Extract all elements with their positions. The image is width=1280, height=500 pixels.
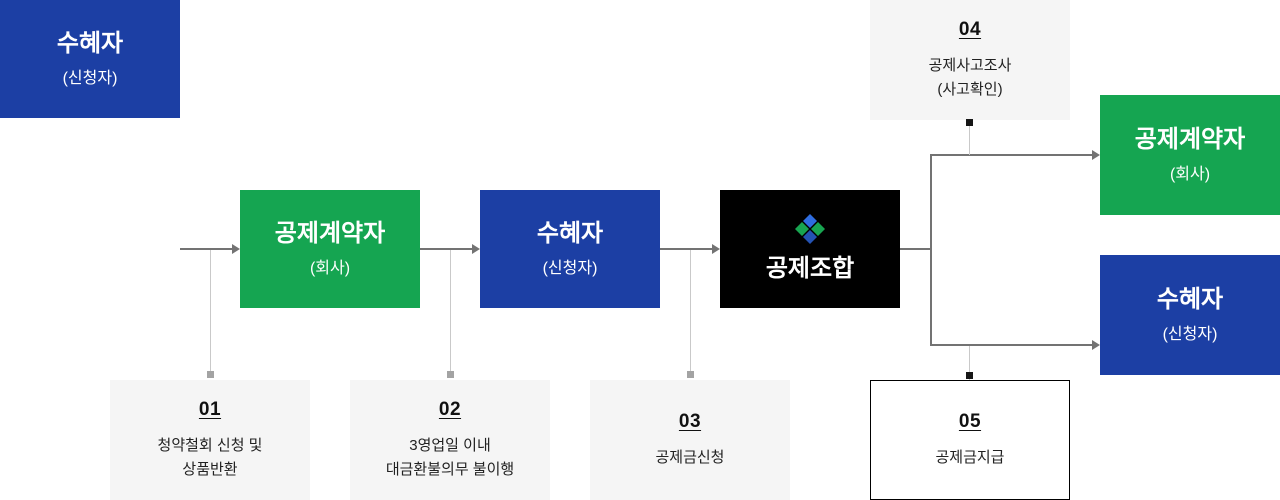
step-description-line: (사고확인): [937, 80, 1003, 98]
node-subtitle: (신청자): [542, 259, 598, 277]
node-contractor-left: 공제계약자 (회사): [240, 190, 420, 308]
connector-dot: [966, 372, 973, 379]
node-contractor-right: 공제계약자 (회사): [1100, 95, 1280, 215]
step-description: 공제사고조사 (사고확인): [929, 54, 1012, 101]
arrow-line: [660, 248, 712, 250]
arrow-head-icon: [232, 244, 240, 254]
connector-dot: [687, 371, 694, 378]
step-description-line: 3영업일 이내: [409, 437, 491, 455]
step-description-line: 청약철회 신청 및: [157, 437, 263, 455]
step-description: 청약철회 신청 및 상품반환: [158, 434, 263, 481]
arrow-line: [180, 248, 232, 250]
arrow-line: [930, 344, 1092, 346]
connector-line: [969, 120, 970, 155]
connector-line: [690, 250, 691, 376]
node-subtitle: (회사): [1169, 165, 1211, 183]
arrow-head-icon: [712, 244, 720, 254]
node-association: 공제조합: [720, 190, 900, 308]
arrow-line: [930, 154, 1092, 156]
step-description: 3영업일 이내 대금환불의무 불이행: [386, 434, 514, 481]
step-02-box: 02 3영업일 이내 대금환불의무 불이행: [350, 380, 550, 500]
step-description: 공제금신청: [655, 446, 724, 469]
step-01-box: 01 청약철회 신청 및 상품반환: [110, 380, 310, 500]
step-description-line: 대금환불의무 불이행: [385, 460, 515, 478]
arrow-line: [900, 248, 932, 250]
node-title: 공제계약자: [1134, 126, 1246, 154]
node-beneficiary-left: 수혜자 (신청자): [0, 0, 180, 118]
arrow-line: [420, 248, 472, 250]
step-03-box: 03 공제금신청: [590, 380, 790, 500]
step-04-box: 04 공제사고조사 (사고확인): [870, 0, 1070, 120]
step-number: 01: [198, 399, 222, 421]
step-description-line: 공제사고조사: [928, 57, 1012, 75]
connector-line: [210, 250, 211, 376]
connector-line: [450, 250, 451, 376]
arrow-head-icon: [472, 244, 480, 254]
node-subtitle: (회사): [309, 259, 351, 277]
step-description-line: 상품반환: [182, 460, 238, 478]
branch-line: [930, 154, 932, 346]
node-title: 공제조합: [765, 255, 855, 283]
step-number: 04: [958, 19, 982, 41]
connector-dot: [966, 119, 973, 126]
step-description-line: 공제금신청: [655, 448, 725, 466]
association-logo-icon: [795, 214, 825, 245]
step-number: 03: [678, 410, 702, 432]
connector-line: [969, 346, 970, 380]
step-description-line: 공제금지급: [935, 448, 1005, 466]
node-title: 수혜자: [536, 220, 604, 248]
node-title: 수혜자: [1156, 286, 1224, 314]
node-title: 수혜자: [56, 30, 124, 58]
arrow-head-icon: [1092, 150, 1100, 160]
connector-dot: [447, 371, 454, 378]
step-05-box: 05 공제금지급: [870, 380, 1070, 500]
step-number: 02: [438, 399, 462, 421]
step-number: 05: [958, 410, 982, 432]
node-beneficiary-mid: 수혜자 (신청자): [480, 190, 660, 308]
node-subtitle: (신청자): [1162, 325, 1218, 343]
arrow-head-icon: [1092, 340, 1100, 350]
node-title: 공제계약자: [274, 220, 386, 248]
node-beneficiary-right: 수혜자 (신청자): [1100, 255, 1280, 375]
connector-dot: [207, 371, 214, 378]
step-description: 공제금지급: [935, 446, 1004, 469]
node-subtitle: (신청자): [62, 69, 118, 87]
